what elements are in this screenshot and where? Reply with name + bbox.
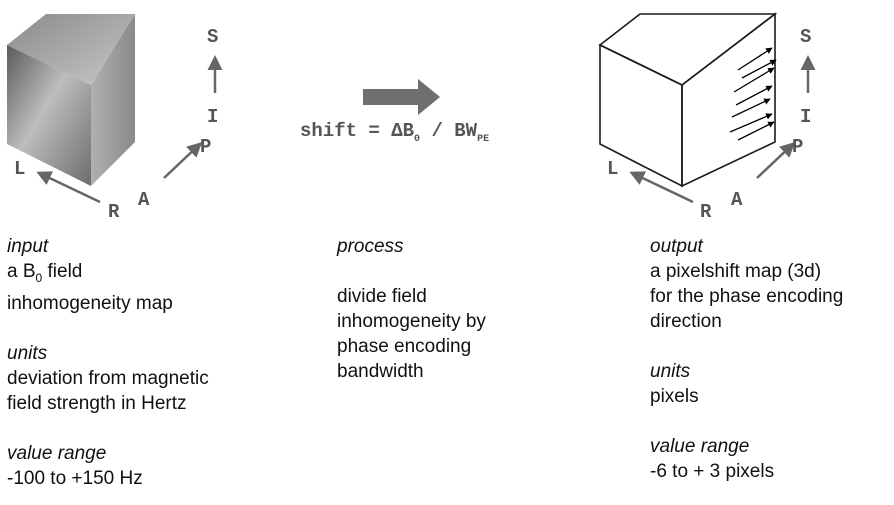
shift-arrow bbox=[737, 47, 773, 71]
input-axis-s: S bbox=[207, 26, 218, 48]
input-units-heading: units bbox=[7, 342, 48, 364]
output-units-heading: units bbox=[650, 361, 691, 382]
output-column: output a pixelshift map (3d) for the pha… bbox=[650, 234, 894, 484]
formula-pe-sub: PE bbox=[477, 133, 490, 145]
input-cube-right-face bbox=[91, 14, 135, 186]
input-heading: input bbox=[7, 236, 49, 257]
input-column: input a B0 field inhomogeneity map units… bbox=[7, 234, 307, 491]
input-line1: a B0 field bbox=[7, 259, 307, 291]
output-cube bbox=[598, 12, 778, 188]
input-line1-sub: 0 bbox=[35, 270, 43, 285]
formula-lhs: shift = ΔB bbox=[300, 120, 415, 142]
output-axis-a: A bbox=[731, 189, 743, 211]
input-line1-suffix: field bbox=[42, 261, 83, 282]
output-line3: direction bbox=[650, 311, 722, 332]
process-heading: process bbox=[337, 236, 404, 257]
input-units-line1: deviation from magnetic bbox=[7, 367, 209, 389]
shift-arrow bbox=[731, 98, 771, 118]
input-axis-p: P bbox=[200, 136, 211, 158]
output-ap-arrow bbox=[756, 141, 796, 179]
shift-arrow bbox=[733, 67, 775, 93]
input-range-value: -100 to +150 Hz bbox=[7, 467, 143, 489]
process-line4: bandwidth bbox=[337, 361, 424, 382]
output-units-value: pixels bbox=[650, 386, 699, 407]
output-cube-right-face bbox=[681, 12, 776, 188]
process-arrow bbox=[363, 79, 440, 115]
output-axis-l: L bbox=[607, 158, 618, 180]
output-line2: for the phase encoding bbox=[650, 286, 844, 307]
shift-arrow bbox=[735, 85, 773, 106]
output-line1: a pixelshift map (3d) bbox=[650, 261, 822, 282]
input-line1-prefix: a B bbox=[7, 261, 36, 282]
shift-arrow bbox=[741, 59, 777, 79]
output-rl-arrow bbox=[629, 171, 694, 204]
input-ap-arrow bbox=[163, 141, 203, 179]
output-axis-r: R bbox=[700, 201, 712, 223]
output-range-heading: value range bbox=[650, 436, 750, 457]
process-line2: inhomogeneity by bbox=[337, 311, 486, 332]
formula-b0-sub: 0 bbox=[414, 133, 421, 145]
output-axes: S I P A L R bbox=[607, 26, 816, 223]
input-cube-top-face bbox=[7, 14, 135, 85]
formula-mid: / BW bbox=[420, 120, 478, 142]
process-line1: divide field bbox=[337, 286, 427, 307]
output-axis-i: I bbox=[800, 106, 811, 128]
input-axis-a: A bbox=[138, 189, 150, 211]
input-range-heading: value range bbox=[7, 442, 107, 464]
process-column: process divide field inhomogeneity by ph… bbox=[337, 234, 587, 384]
input-rl-arrow bbox=[36, 171, 101, 204]
input-axes: S I P A L R bbox=[14, 26, 223, 223]
shift-arrows bbox=[729, 47, 777, 141]
process-line3: phase encoding bbox=[337, 336, 472, 357]
input-units-line2: field strength in Hertz bbox=[7, 392, 187, 414]
shift-formula: shift = ΔB0 / BWPE bbox=[300, 120, 489, 145]
input-cube-front-face bbox=[7, 45, 91, 186]
input-line2: inhomogeneity map bbox=[7, 292, 173, 314]
output-axis-s: S bbox=[800, 26, 811, 48]
input-axis-r: R bbox=[108, 201, 120, 223]
output-axis-p: P bbox=[792, 136, 803, 158]
output-range-value: -6 to + 3 pixels bbox=[650, 461, 775, 482]
output-heading: output bbox=[650, 236, 703, 257]
shift-arrow bbox=[737, 121, 775, 141]
input-axis-i: I bbox=[207, 106, 218, 128]
input-cube bbox=[7, 14, 135, 186]
input-axis-l: L bbox=[14, 158, 25, 180]
shift-arrow bbox=[729, 113, 773, 133]
